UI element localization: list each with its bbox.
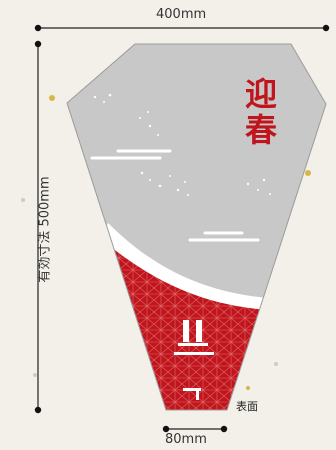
sleeve-body (67, 44, 326, 410)
emblem-mark (174, 320, 214, 400)
greeting-text: 迎 春 (236, 76, 286, 148)
sleeve-outline (66, 43, 327, 411)
face-label: 表面 (236, 400, 258, 413)
height-label: 有効寸法 500mm (37, 176, 53, 283)
bottom-width-label: 80mm (165, 432, 207, 447)
white-swoosh (100, 223, 268, 310)
top-width-label: 400mm (156, 7, 207, 22)
background-specks (21, 95, 311, 390)
greeting-char-2: 春 (244, 111, 277, 149)
snow-dots (93, 93, 271, 196)
greeting-char-1: 迎 (244, 75, 277, 113)
cloud-motif (90, 149, 260, 242)
dimension-endpoints (34, 24, 330, 433)
